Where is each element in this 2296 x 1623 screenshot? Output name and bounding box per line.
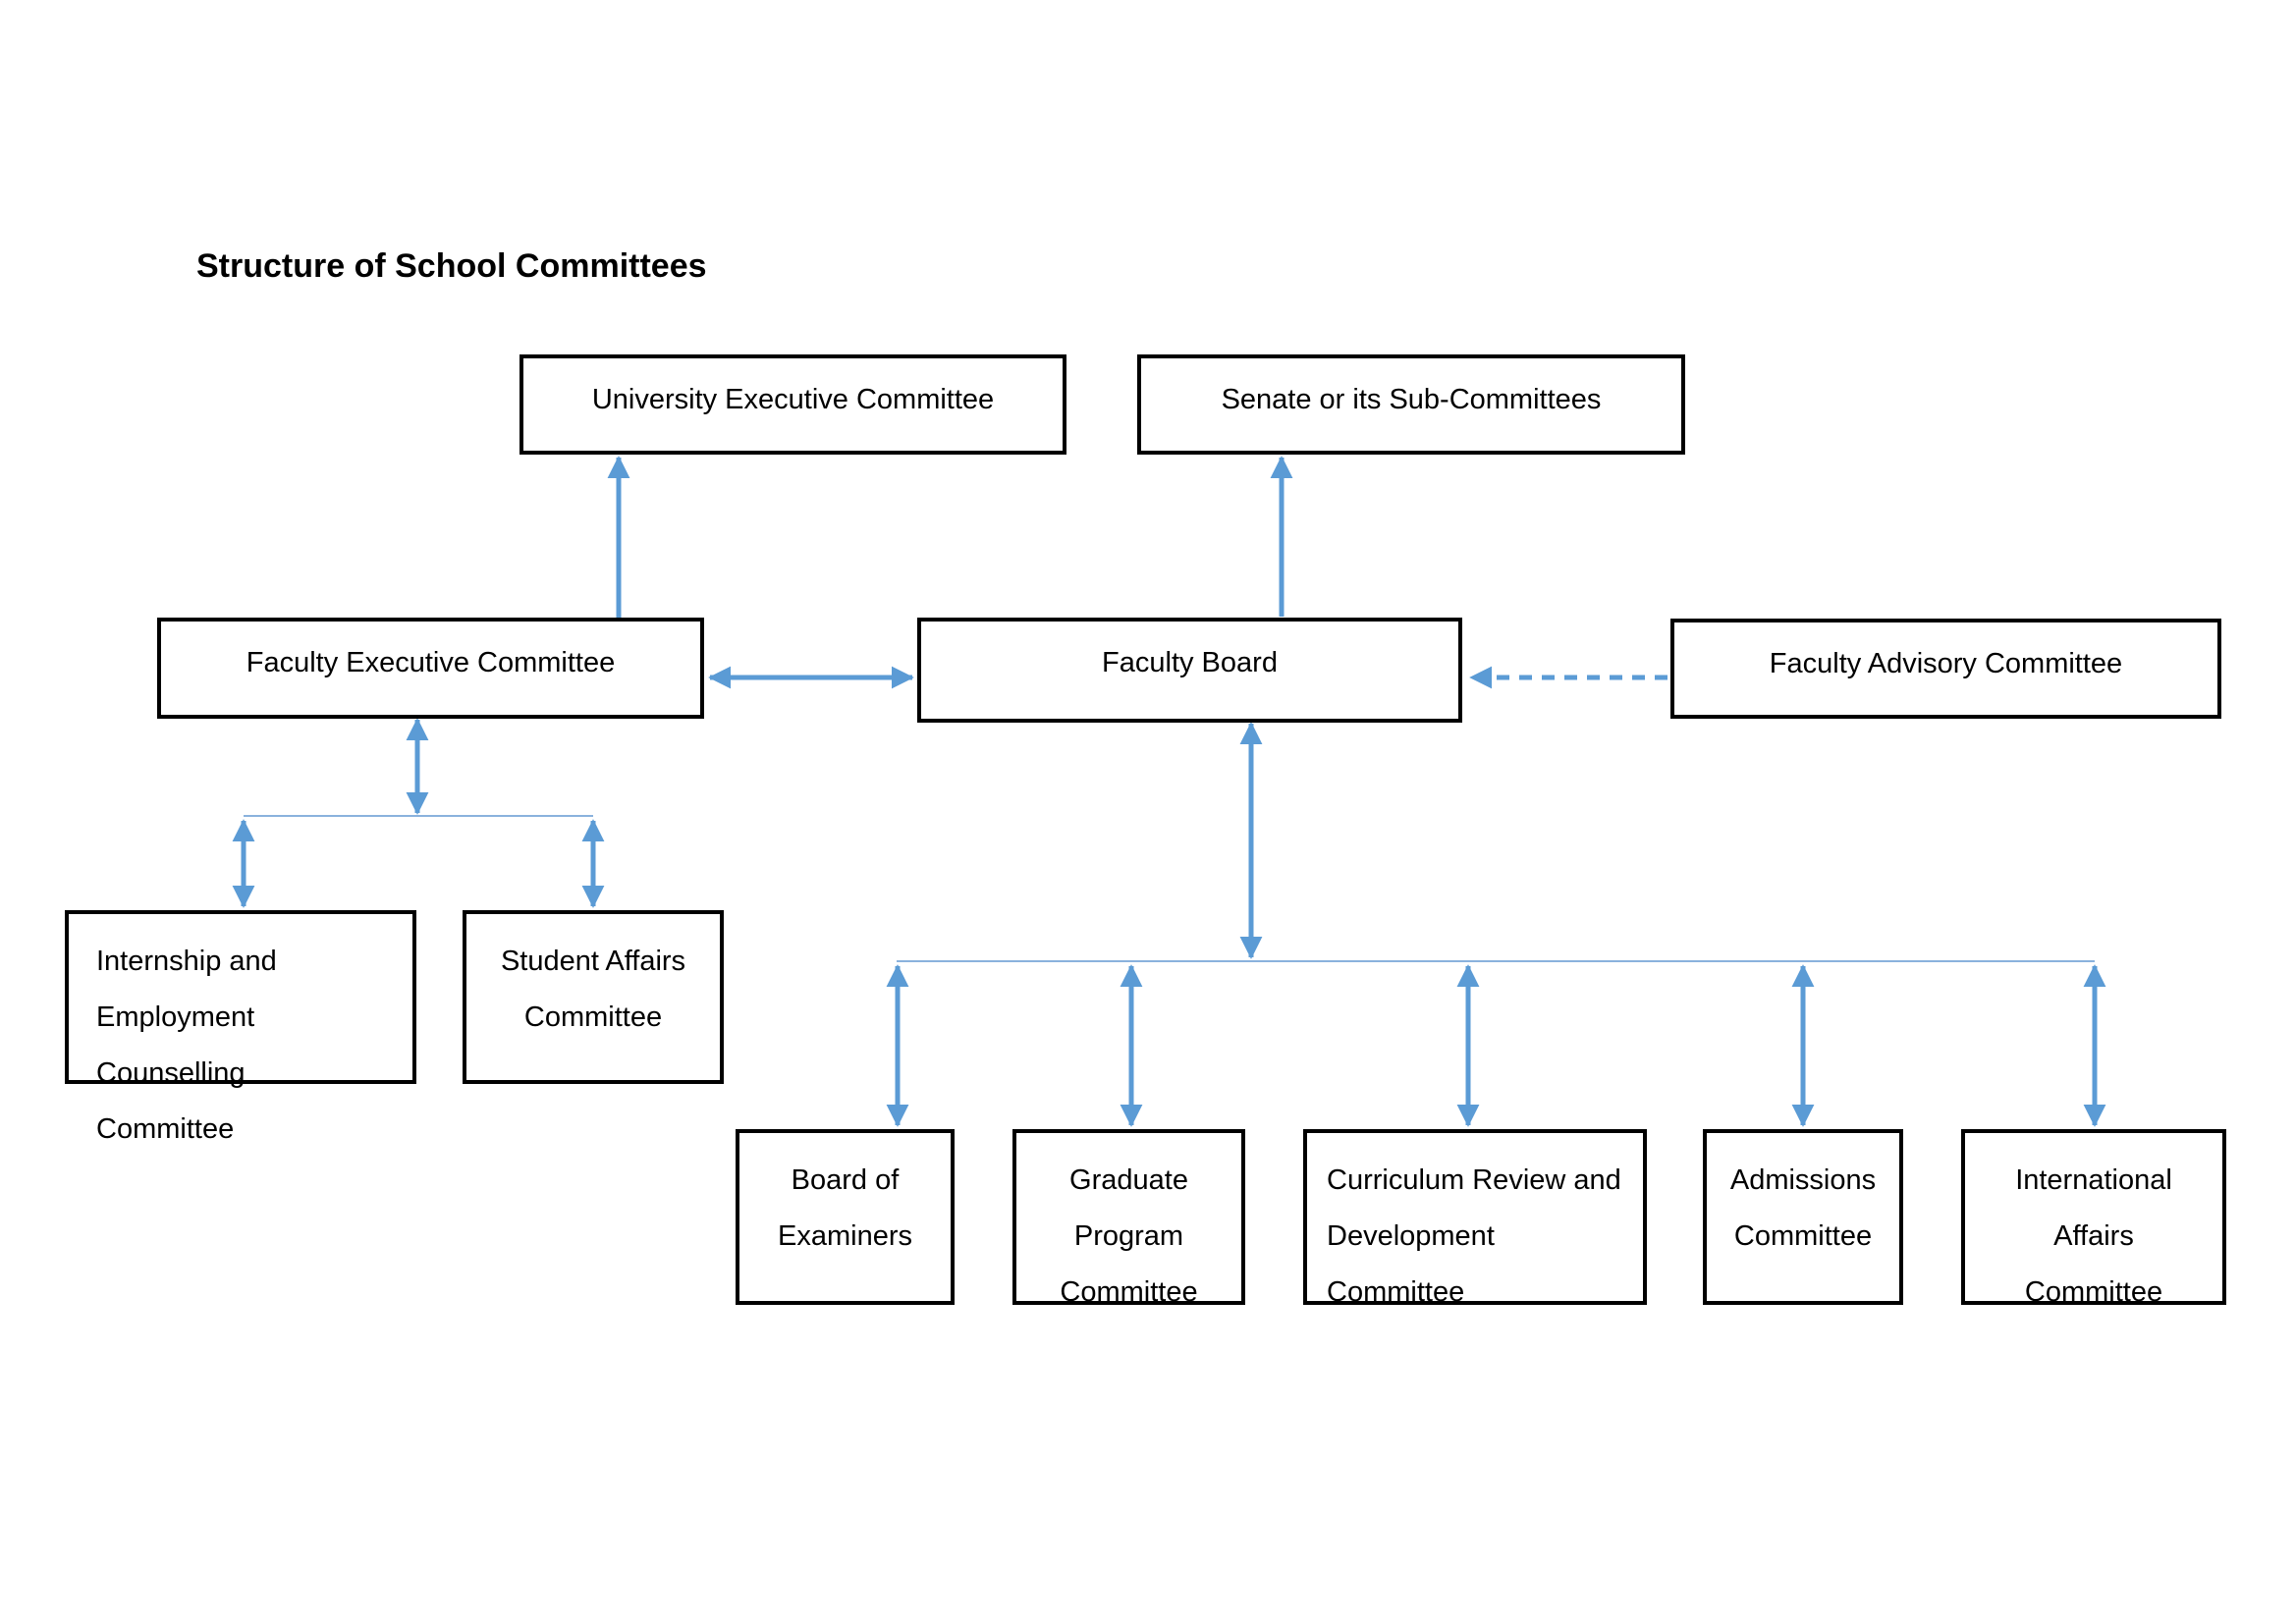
node-label: International Affairs Committee	[2015, 1164, 2172, 1308]
diagram-title: Structure of School Committees	[196, 247, 707, 285]
node-faculty-executive-committee: Faculty Executive Committee	[157, 618, 704, 719]
node-admissions-committee: Admissions Committee	[1703, 1129, 1903, 1305]
node-label: Faculty Board	[1102, 647, 1278, 678]
node-label: Senate or its Sub-Committees	[1221, 384, 1602, 415]
node-graduate-program-committee: Graduate Program Committee	[1012, 1129, 1245, 1308]
node-label: Admissions Committee	[1729, 1164, 1877, 1252]
node-senate-or-sub-committees: Senate or its Sub-Committees	[1137, 354, 1685, 455]
node-student-affairs-committee: Student Affairs Committee	[463, 910, 724, 1084]
node-label: Graduate Program Committee	[1060, 1164, 1198, 1308]
node-label: Board of Examiners	[778, 1164, 912, 1252]
node-university-executive-committee: University Executive Committee	[519, 354, 1066, 455]
node-faculty-board: Faculty Board	[917, 618, 1462, 723]
node-faculty-advisory-committee: Faculty Advisory Committee	[1670, 619, 2221, 719]
node-curriculum-review-development-committee: Curriculum Review and Development Commit…	[1303, 1129, 1647, 1308]
node-label: Curriculum Review and Development Commit…	[1327, 1164, 1621, 1308]
node-internship-employment-counselling-committee: Internship and Employment Counselling Co…	[65, 910, 416, 1145]
node-label: Internship and Employment Counselling Co…	[96, 946, 277, 1145]
node-label: Faculty Advisory Committee	[1769, 648, 2123, 679]
node-label: Faculty Executive Committee	[246, 647, 616, 678]
node-label: Student Affairs Committee	[500, 946, 686, 1033]
node-international-affairs-committee: International Affairs Committee	[1961, 1129, 2226, 1308]
node-label: University Executive Committee	[591, 384, 995, 415]
node-board-of-examiners: Board of Examiners	[736, 1129, 955, 1305]
